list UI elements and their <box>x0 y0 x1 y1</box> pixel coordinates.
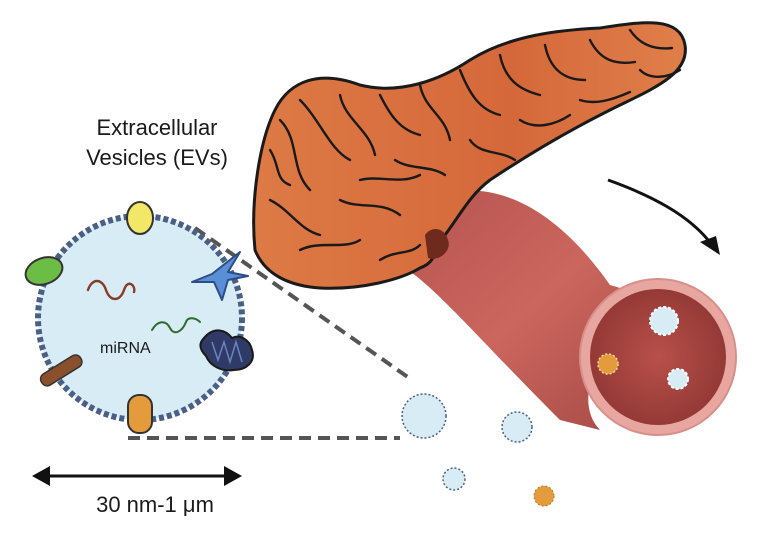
zoom-guides <box>128 226 414 440</box>
vesicle-membrane <box>35 213 245 423</box>
pancreas-illustration <box>252 21 687 290</box>
scale-label: 30 nm-1 μm <box>96 492 214 517</box>
pancreas-body <box>252 21 687 290</box>
lumen-vesicle-large <box>649 306 679 336</box>
free-vesicle-large <box>401 393 447 439</box>
extracellular-vesicle <box>24 201 254 434</box>
pancreas-lobules <box>268 28 682 262</box>
rotation-arrow <box>607 178 720 255</box>
mirna-strand-green <box>151 317 201 334</box>
vesicle-lumen <box>38 216 242 420</box>
yellow-protein-icon <box>126 201 154 235</box>
free-vesicle-small <box>442 467 466 491</box>
free-vesicles <box>401 393 555 507</box>
vessel-lumen <box>590 289 726 425</box>
blue-star-protein-icon <box>191 251 249 301</box>
free-vesicle-medium <box>501 411 533 443</box>
lumen-vesicle-orange <box>597 353 619 375</box>
scale-arrow <box>32 466 242 486</box>
orange-protein-icon <box>127 394 153 434</box>
pancreas-shadow <box>425 228 449 259</box>
mirna-label: miRNA <box>100 340 151 357</box>
title-line-1: Extracellular <box>96 115 218 140</box>
free-vesicle-orange <box>533 485 555 507</box>
lumen-vesicle-small <box>667 368 689 390</box>
transmembrane-helix <box>211 339 243 365</box>
green-protein-icon <box>24 256 64 286</box>
brown-protein-icon <box>39 354 83 387</box>
blood-vessel <box>395 190 737 436</box>
mirna-strand-brown <box>86 279 136 301</box>
title-line-2: Vesicles (EVs) <box>86 145 228 170</box>
